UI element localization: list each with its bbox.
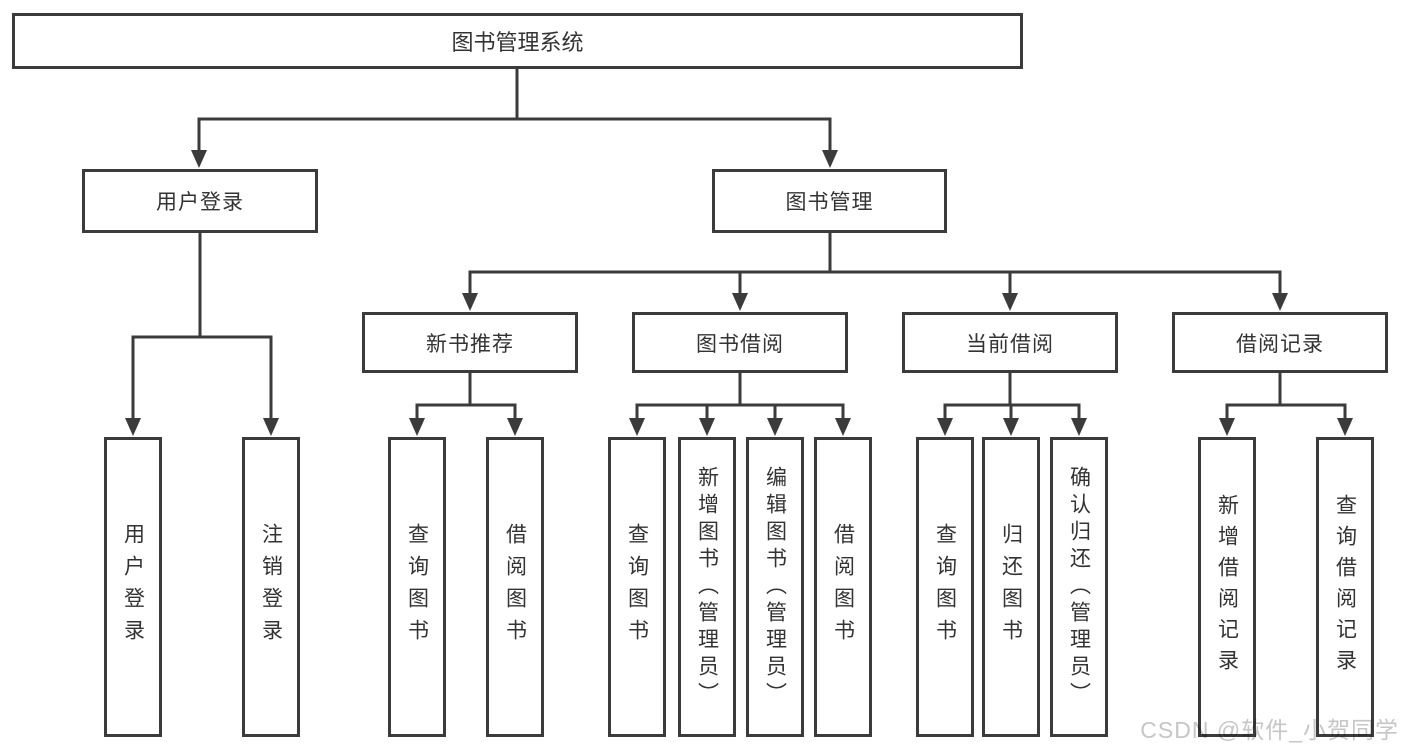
node-book-management: 图书管理 bbox=[712, 169, 947, 233]
node-borrowing-records: 借阅记录 bbox=[1172, 312, 1388, 373]
leaf-add-borrow-record: 新增借阅记录 bbox=[1198, 437, 1256, 737]
node-new-book-recommend-label: 新书推荐 bbox=[426, 332, 514, 356]
node-new-book-recommend: 新书推荐 bbox=[362, 312, 578, 373]
node-current-borrowing-label: 当前借阅 bbox=[966, 332, 1054, 356]
leaf-add-book-admin-label: 新增图书（管理员） bbox=[695, 465, 719, 709]
leaf-confirm-return-admin-label: 确认归还（管理员） bbox=[1067, 465, 1091, 709]
csdn-watermark: CSDN @软件_小贺同学 bbox=[1140, 717, 1399, 743]
leaf-query-book-current-label: 查询图书 bbox=[933, 523, 957, 651]
leaf-user-login: 用户登录 bbox=[104, 437, 162, 737]
leaf-borrow-book-recommend-label: 借阅图书 bbox=[503, 523, 527, 651]
leaf-add-borrow-record-label: 新增借阅记录 bbox=[1215, 494, 1239, 680]
leaf-borrow-book-recommend: 借阅图书 bbox=[486, 437, 544, 737]
leaf-query-book-recommend-label: 查询图书 bbox=[405, 523, 429, 651]
leaf-edit-book-admin-label: 编辑图书（管理员） bbox=[763, 465, 787, 709]
leaf-query-borrow-record-label: 查询借阅记录 bbox=[1333, 494, 1357, 680]
node-user-login: 用户登录 bbox=[82, 169, 318, 233]
node-current-borrowing: 当前借阅 bbox=[902, 312, 1118, 373]
leaf-return-book: 归还图书 bbox=[982, 437, 1040, 737]
leaf-logout-label: 注销登录 bbox=[259, 523, 283, 651]
node-user-login-label: 用户登录 bbox=[156, 191, 244, 214]
leaf-borrow-book-label: 借阅图书 bbox=[831, 523, 855, 651]
leaf-return-book-label: 归还图书 bbox=[999, 523, 1023, 651]
node-borrowing-records-label: 借阅记录 bbox=[1236, 332, 1324, 356]
leaf-borrow-book: 借阅图书 bbox=[814, 437, 872, 737]
node-book-management-label: 图书管理 bbox=[785, 191, 874, 214]
leaf-logout: 注销登录 bbox=[242, 437, 300, 737]
leaf-user-login-label: 用户登录 bbox=[121, 523, 145, 651]
leaf-query-book-borrowing: 查询图书 bbox=[608, 437, 666, 737]
leaf-query-borrow-record: 查询借阅记录 bbox=[1316, 437, 1374, 737]
leaf-add-book-admin: 新增图书（管理员） bbox=[678, 437, 736, 737]
leaf-query-book-current: 查询图书 bbox=[916, 437, 974, 737]
node-book-borrowing: 图书借阅 bbox=[632, 312, 848, 373]
leaf-confirm-return-admin: 确认归还（管理员） bbox=[1050, 437, 1108, 737]
node-library-system-label: 图书管理系统 bbox=[451, 30, 584, 55]
node-book-borrowing-label: 图书借阅 bbox=[696, 332, 784, 356]
node-library-system: 图书管理系统 bbox=[12, 13, 1023, 69]
leaf-edit-book-admin: 编辑图书（管理员） bbox=[746, 437, 804, 737]
leaf-query-book-recommend: 查询图书 bbox=[388, 437, 446, 737]
leaf-query-book-borrowing-label: 查询图书 bbox=[625, 523, 649, 651]
